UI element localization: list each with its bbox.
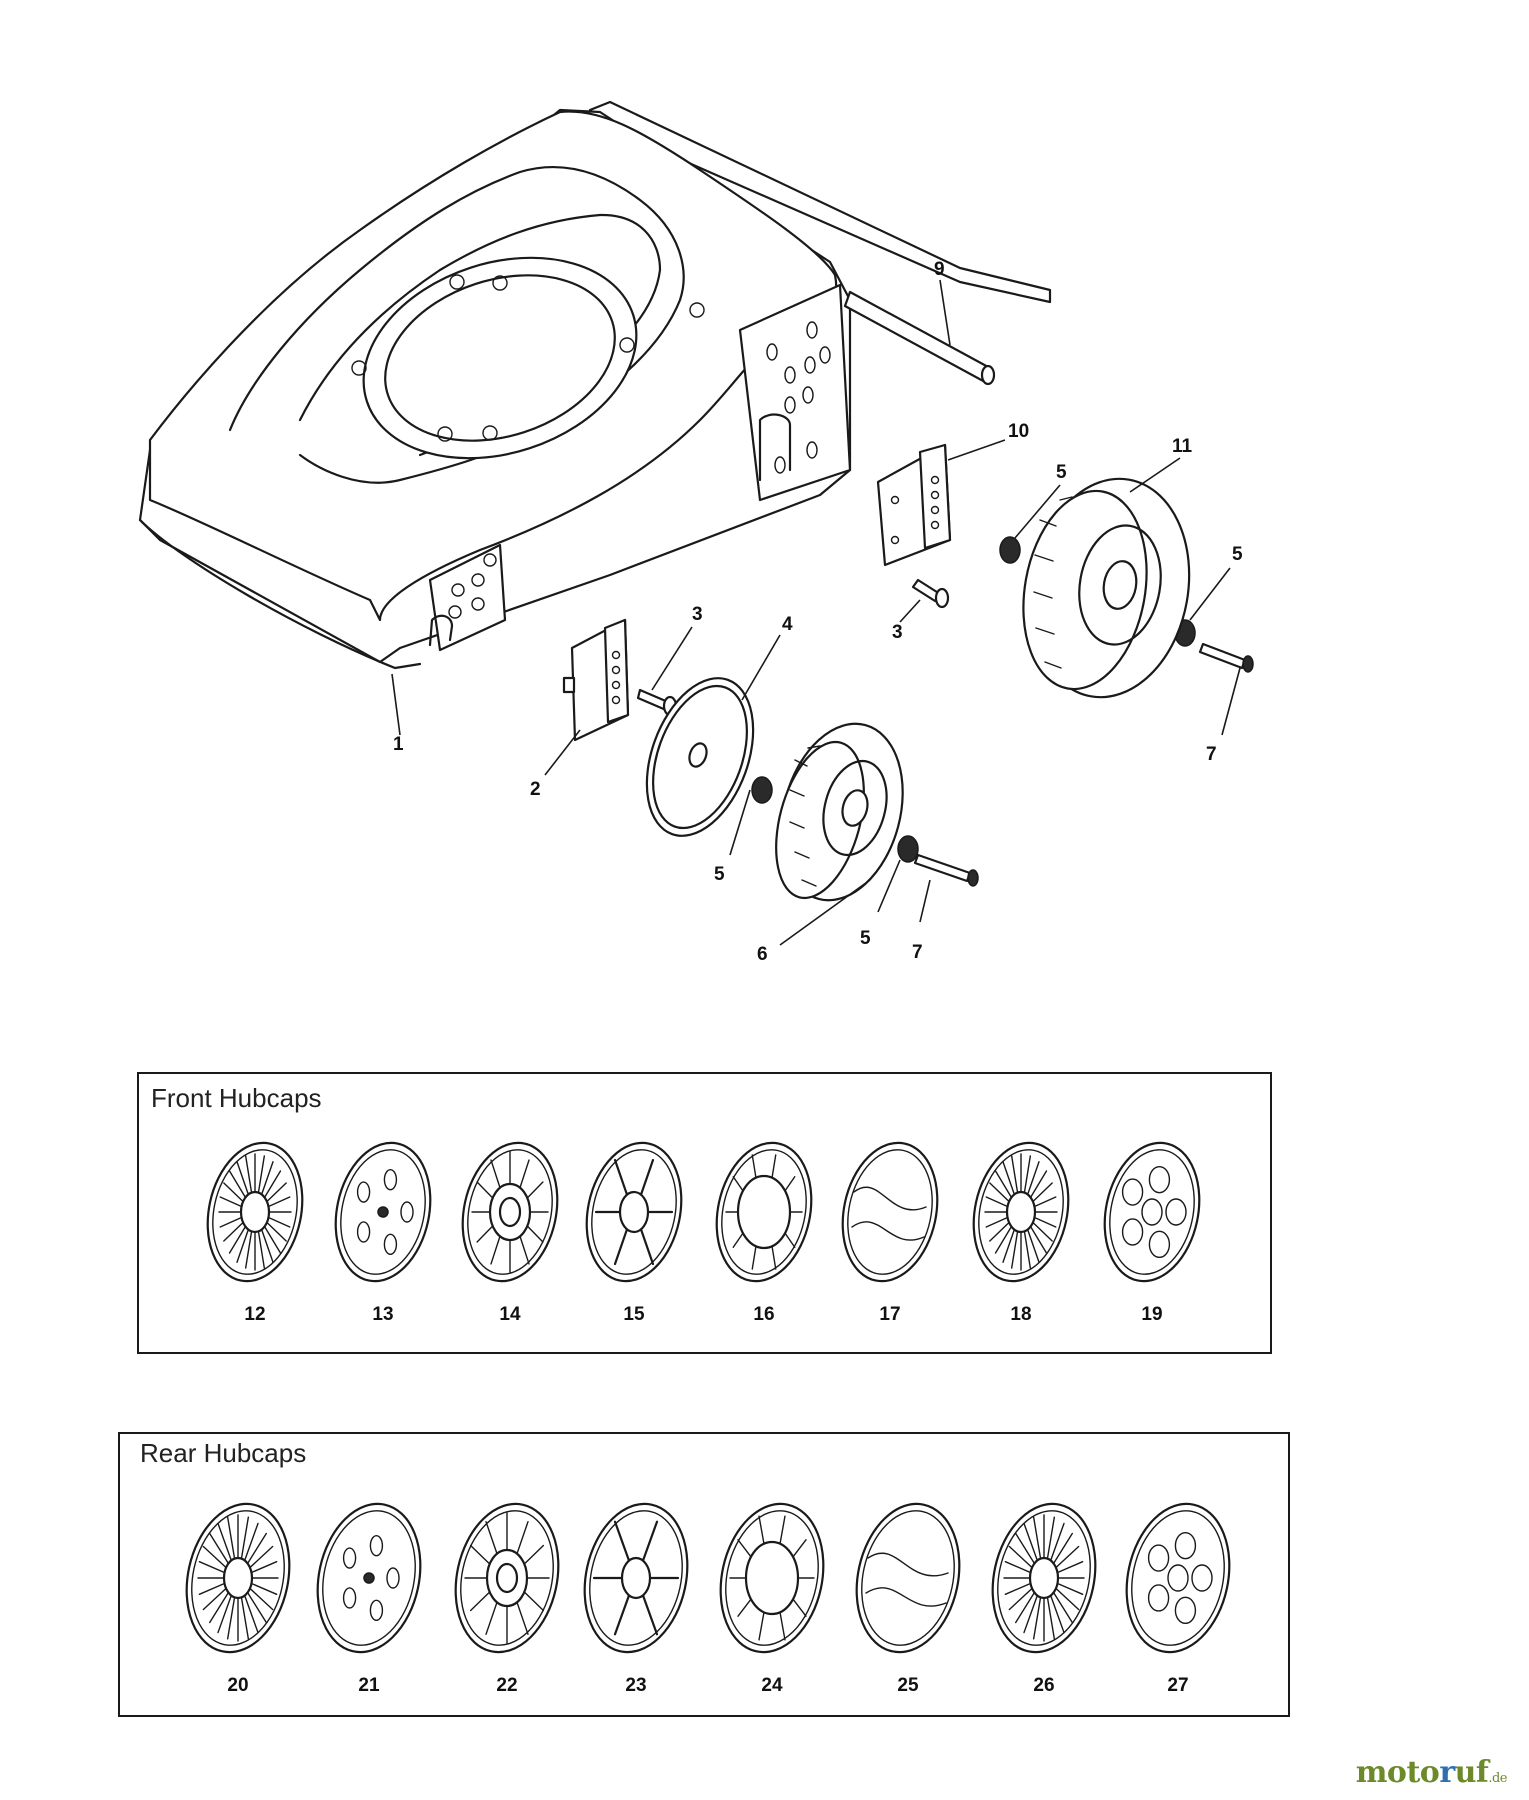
front-hubcap-icon-7 (1103, 1141, 1201, 1283)
front-hubcap-icon-0 (206, 1141, 304, 1283)
callout-numbers: 1 2 3 4 3 5 6 5 7 9 10 5 11 5 7 (393, 259, 1243, 965)
rear-hubcap-label-7: 27 (1167, 1675, 1188, 1696)
callout-5-rear-inner: 5 (1056, 462, 1067, 483)
rear-hubcap-label-5: 25 (897, 1675, 919, 1696)
front-hubcap-label-0: 12 (244, 1304, 265, 1325)
front-wheel-icon (775, 722, 904, 902)
front-hubcaps-title: Front Hubcaps (151, 1083, 322, 1113)
rear-hubcap-icon-1 (316, 1502, 422, 1654)
rear-hubcap-label-1: 21 (358, 1675, 380, 1696)
rear-hubcap-icon-7 (1125, 1502, 1231, 1654)
rear-hubcap-icon-4 (719, 1502, 825, 1654)
rear-hubcap-icon-5 (855, 1502, 961, 1654)
brand-watermark: motoruf.de (1355, 1755, 1508, 1790)
callout-2: 2 (530, 779, 541, 800)
callout-11: 11 (1172, 436, 1193, 457)
rear-hubcap-icon-0 (185, 1502, 291, 1654)
leader-lines (391, 279, 1241, 946)
front-hubcap-icon-4 (715, 1141, 813, 1283)
rear-hubcap-icon-3 (583, 1502, 689, 1654)
callout-5-rear-outer: 5 (1232, 544, 1243, 565)
rear-hubcap-label-0: 20 (227, 1675, 248, 1696)
callout-10: 10 (1008, 421, 1029, 442)
callout-9: 9 (934, 259, 945, 280)
callout-3-front: 3 (692, 604, 703, 625)
rear-hubcap-icon-6 (991, 1502, 1097, 1654)
front-hubcap-label-4: 16 (753, 1304, 774, 1325)
front-hubcap-icon-6 (972, 1141, 1070, 1283)
rear-wheel-icon (1022, 477, 1191, 699)
rear-hubcap-label-6: 26 (1033, 1675, 1054, 1696)
axle-icon (843, 290, 996, 386)
rear-hubcap-icon-2 (454, 1502, 560, 1654)
front-hubcap-icon-3 (585, 1141, 683, 1283)
rear-hubcap-label-4: 24 (761, 1675, 783, 1696)
axle-bolt-front-icon (913, 853, 979, 887)
front-hubcap-label-5: 17 (879, 1304, 900, 1325)
rear-hubcap-label-3: 23 (625, 1675, 646, 1696)
mower-deck-icon (138, 100, 1052, 670)
callout-7-front: 7 (912, 942, 923, 963)
rear-hubcaps-panel: Rear Hubcaps 20 21 22 23 24 25 26 27 (118, 1432, 1290, 1717)
callout-6: 6 (757, 944, 768, 965)
rear-hubcap-label-2: 22 (496, 1675, 517, 1696)
callout-1: 1 (393, 734, 404, 755)
bracket-front-icon (562, 618, 630, 742)
front-hubcap-label-6: 18 (1010, 1304, 1031, 1325)
rear-hubcaps-title: Rear Hubcaps (140, 1438, 306, 1468)
front-hubcap-icon-1 (334, 1141, 432, 1283)
front-hubcaps-panel: Front Hubcaps 12 13 14 15 16 17 18 19 (137, 1072, 1272, 1354)
callout-4: 4 (782, 614, 793, 635)
front-hubcap-icon-2 (461, 1141, 559, 1283)
front-hubcap-label-3: 15 (623, 1304, 645, 1325)
front-hubcap-label-2: 14 (499, 1304, 521, 1325)
bolt-rear-icon (911, 578, 950, 609)
front-hubcap-label-1: 13 (372, 1304, 393, 1325)
callout-5-front-inner: 5 (714, 864, 725, 885)
callout-5-front-outer: 5 (860, 928, 871, 949)
callout-3-rear: 3 (892, 622, 903, 643)
callout-7-rear: 7 (1206, 744, 1217, 765)
axle-bolt-rear-icon (1198, 642, 1254, 673)
bracket-rear-icon (876, 443, 952, 567)
front-hubcap-label-7: 19 (1141, 1304, 1162, 1325)
hub-disc-icon (645, 677, 755, 837)
front-hubcap-icon-5 (841, 1141, 939, 1283)
